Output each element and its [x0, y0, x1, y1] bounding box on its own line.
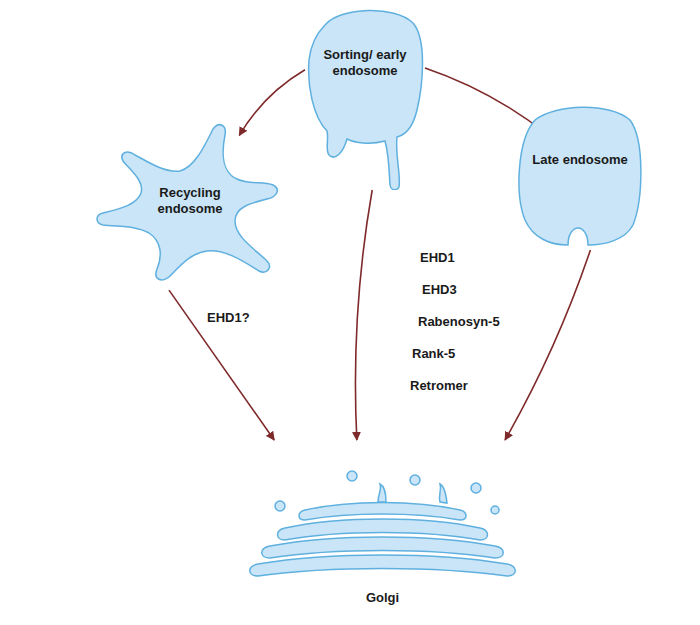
protein-label: Rank-5	[412, 346, 455, 362]
early-endosome: Sorting/ early endosome	[305, 5, 425, 190]
node-label: Golgi	[240, 590, 525, 606]
transport-arrow	[169, 290, 274, 440]
protein-label: EHD1	[420, 250, 455, 266]
node-outline	[305, 5, 425, 190]
transport-arrow	[425, 68, 548, 135]
protein-label: EHD3	[422, 282, 457, 298]
edge-label: EHD1?	[205, 310, 252, 326]
node-outline	[240, 440, 525, 615]
node-label: Late endosome	[530, 152, 630, 168]
transport-arrow	[355, 190, 372, 440]
protein-label: Retromer	[410, 378, 468, 394]
recycling-endosome: Recycling endosome	[95, 115, 280, 285]
node-outline	[515, 100, 645, 250]
transport-arrow	[505, 250, 590, 440]
node-label: Recycling endosome	[140, 185, 240, 217]
protein-label: Rabenosyn-5	[418, 314, 500, 330]
late-endosome: Late endosome	[515, 100, 645, 250]
node-label: Sorting/ early endosome	[305, 47, 425, 79]
transport-arrow	[239, 70, 305, 136]
golgi-apparatus: Golgi	[240, 440, 525, 615]
